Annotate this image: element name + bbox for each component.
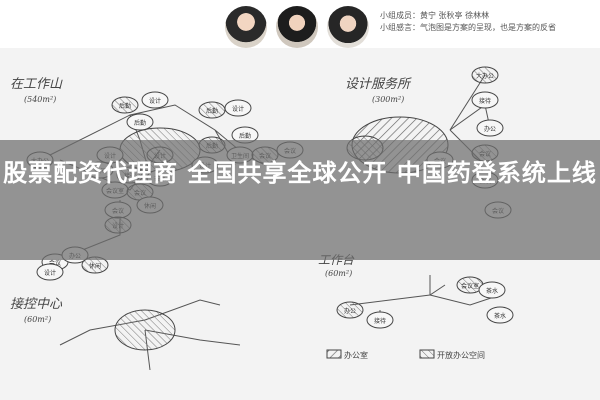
region-area-right-top: (300m²) — [372, 95, 404, 104]
legend-swatch-open-office — [419, 349, 435, 359]
bubble-label: 休闲 — [89, 262, 101, 270]
bubble-label: 设计 — [232, 105, 244, 113]
region-title-left-bottom: 接控中心 — [10, 297, 63, 312]
bubble-label: 茶水 — [494, 312, 506, 320]
bubble-node — [366, 311, 394, 329]
bubble-node — [478, 281, 506, 299]
bubble-label: 茶水 — [486, 287, 498, 295]
big-hatched-bubble-bottom — [114, 309, 176, 351]
bubble-label: 接待 — [374, 317, 386, 325]
region-area-left-bottom: (60m²) — [24, 315, 51, 324]
member-avatar-2 — [276, 6, 318, 48]
bubble-label: 设计 — [44, 269, 56, 277]
bubble-label: 后勤 — [119, 102, 131, 110]
bubble-node — [476, 119, 504, 137]
legend-label-open-office: 开放办公空间 — [437, 350, 485, 360]
member-list: 小组成员：黄宁 张秋亭 徐林林 — [380, 11, 490, 20]
bubble-label: 办公 — [484, 125, 496, 133]
member-avatar-1 — [225, 6, 267, 48]
bubble-node — [336, 301, 364, 319]
bubble-label: 办公 — [344, 307, 356, 315]
bubble-node — [486, 306, 514, 324]
bubble-label: 接待 — [479, 97, 491, 105]
region-title-left-top: 在工作山 — [10, 77, 63, 92]
bubble-node — [36, 263, 64, 281]
headline-banner — [0, 140, 600, 260]
bubble-node — [471, 91, 499, 109]
headline-text: 股票配资代理商 全国共享全球公开 中国药登系统上线 — [3, 159, 597, 187]
bubble-label: 会议室 — [461, 282, 479, 290]
group-reflection: 小组感言：气泡图是方案的呈现，也是方案的反省 — [380, 23, 556, 32]
region-area-left-top: (540m²) — [24, 95, 56, 104]
bubble-node — [471, 66, 499, 84]
bubble-label: 会议 — [49, 259, 61, 267]
bubble-node — [111, 96, 139, 114]
legend-swatch-office — [326, 349, 342, 359]
region-area-right-bottom: (60m²) — [325, 269, 352, 278]
bubble-label: 大办公 — [476, 72, 494, 80]
bubble-label: 设计 — [149, 97, 161, 105]
bubble-label: 后勤 — [206, 107, 218, 115]
bubble-node — [141, 91, 169, 109]
region-title-right-top: 设计服务所 — [345, 77, 412, 92]
bubble-node — [126, 113, 154, 131]
bubble-label: 后勤 — [134, 119, 146, 127]
bubble-label: 后勤 — [239, 132, 251, 140]
member-avatar-3 — [327, 6, 369, 48]
bubble-node — [224, 99, 252, 117]
legend-label-office: 办公室 — [344, 350, 368, 360]
